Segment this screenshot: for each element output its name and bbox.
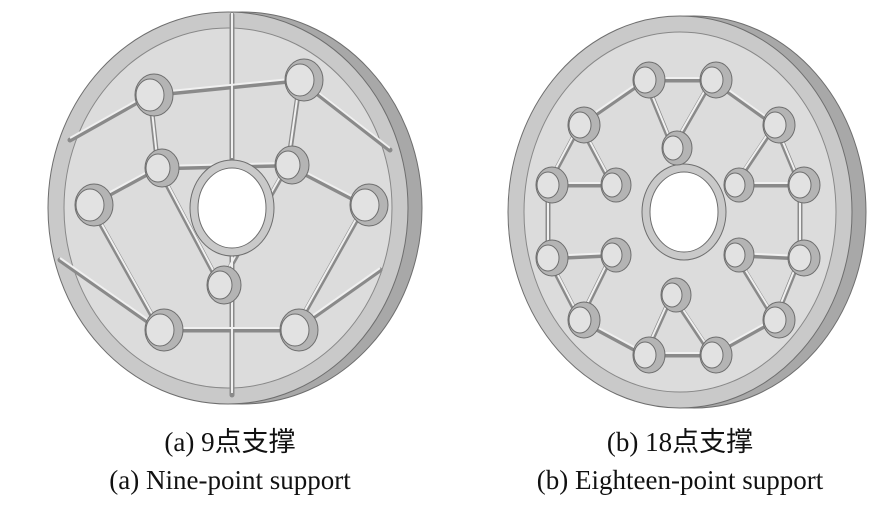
nine-point-rib — [57, 257, 163, 333]
nine-point-support-hole — [135, 78, 165, 112]
nine-point-support-hole — [350, 188, 380, 222]
eighteen-point-support-hole — [661, 282, 683, 308]
eighteen-point-support-hole — [568, 306, 592, 334]
eighteen-point-support-hole — [536, 244, 560, 272]
nine-point-support-hole — [280, 313, 310, 347]
eighteen-point-support-hole — [662, 135, 684, 161]
eighteen-point-support-hole — [788, 244, 812, 272]
nine-point-rib-highlight — [149, 77, 301, 94]
nine-point-support-hole — [207, 270, 233, 300]
caption-a-en: (a) Nine-point support — [109, 465, 351, 495]
eighteen-point-support-hole — [700, 66, 724, 94]
eighteen-point-support-hole — [724, 242, 746, 268]
eighteen-point-support-hole — [633, 341, 657, 369]
eighteen-point-support-hole — [601, 172, 623, 198]
nine-point-support-hole — [275, 150, 301, 180]
eighteen-point-support-hole — [536, 171, 560, 199]
eighteen-point-support-hole — [700, 341, 724, 369]
nine-point-center-hole — [197, 167, 267, 249]
caption-b-cn: (b) 18点支撑 — [606, 427, 754, 457]
nine-point-support-hole — [145, 313, 175, 347]
eighteen-point-support-hole — [724, 172, 746, 198]
nine-point-support-hole — [285, 63, 315, 97]
eighteen-point-support-hole — [633, 66, 657, 94]
nine-point-rib-highlight — [59, 257, 161, 329]
nine-point-rib-highlight — [294, 202, 366, 329]
nine-point-rib — [147, 77, 303, 98]
eighteen-point-support-hole — [568, 111, 592, 139]
eighteen-point-support-hole — [763, 111, 787, 139]
caption-b-en: (b) Eighteen-point support — [536, 465, 824, 495]
nine-point-support-hole — [75, 188, 105, 222]
eighteen-point-support-hole — [601, 242, 623, 268]
caption-a-cn: (a) 9点支撑 — [164, 427, 296, 457]
eighteen-point-support-hole — [788, 171, 812, 199]
eighteen-point-center-hole — [649, 171, 719, 253]
eighteen-point-support-hole — [763, 306, 787, 334]
nine-point-support-hole — [145, 153, 171, 183]
